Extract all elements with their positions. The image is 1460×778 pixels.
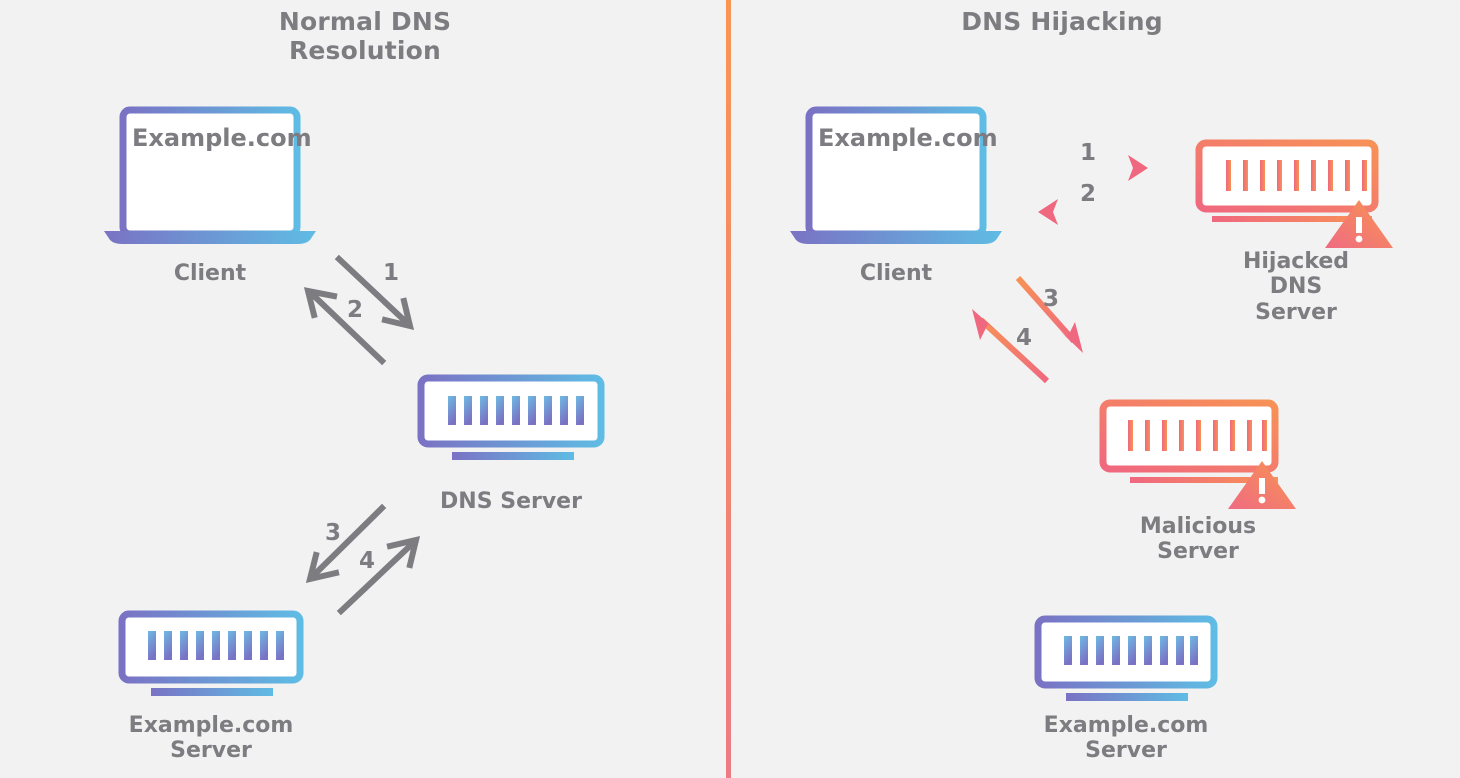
arrow-3-right	[1015, 276, 1083, 353]
server-bars	[148, 631, 284, 660]
server-stand	[1130, 477, 1278, 483]
laptop-base	[104, 231, 316, 244]
server-box	[1195, 139, 1379, 213]
arrow-number-2-right: 2	[1080, 181, 1097, 207]
node-hijacked-dns-server	[1195, 139, 1393, 248]
warning-icon	[1228, 461, 1296, 509]
dns-server-label: DNS Server	[440, 489, 582, 514]
malicious-server-label: Malicious Server	[1139, 514, 1257, 565]
arrow-1-right	[1043, 155, 1148, 181]
arrow-2-left	[303, 287, 387, 366]
example-server-2-label: Example.com Server	[1043, 713, 1209, 764]
arrow-number-1-right: 1	[1080, 140, 1097, 166]
server-stand	[151, 688, 273, 696]
server-bars	[448, 396, 584, 425]
arrow-number-1-left: 1	[383, 260, 400, 286]
example-server-label: Example.com Server	[128, 713, 294, 764]
server-bars	[1064, 636, 1198, 665]
arrow-4-left	[336, 535, 421, 616]
arrow-2-right	[1038, 199, 1143, 225]
server-box	[417, 374, 605, 448]
server-stand	[452, 452, 574, 460]
arrow-number-4-right: 4	[1016, 325, 1033, 351]
arrow-4-right	[972, 309, 1050, 384]
client-screen-text: Example.com	[132, 124, 312, 152]
client-label: Client	[173, 261, 247, 286]
hijacked-dns-server-label: Hijacked DNS Server	[1242, 249, 1350, 325]
panel-title-normal: Normal DNS Resolution	[278, 7, 452, 65]
server-stand	[1066, 693, 1188, 701]
arrow-1-left	[334, 254, 415, 331]
node-client2-laptop	[790, 106, 1002, 244]
laptop-base	[790, 231, 1002, 244]
server-box	[1034, 615, 1218, 689]
client2-screen-text: Example.com	[818, 124, 998, 152]
client2-label: Client	[859, 261, 933, 286]
arrow-3-left	[305, 503, 387, 584]
arrow-number-4-left: 4	[359, 548, 376, 574]
node-client-laptop	[104, 106, 316, 244]
server-bars	[1128, 420, 1267, 451]
node-dns-server	[417, 374, 605, 460]
server-stand	[1212, 216, 1372, 222]
node-example-server	[118, 610, 304, 696]
panel-title-hijacking: DNS Hijacking	[961, 7, 1163, 36]
vertical-divider	[726, 0, 731, 778]
arrow-number-3-right: 3	[1043, 286, 1060, 312]
server-bars	[1226, 160, 1367, 191]
server-box	[1099, 399, 1279, 473]
arrow-number-2-left: 2	[347, 297, 364, 323]
node-example-server-2	[1034, 615, 1218, 701]
server-box	[118, 610, 304, 684]
node-malicious-server	[1099, 399, 1296, 509]
warning-icon	[1325, 200, 1393, 248]
arrow-number-3-left: 3	[325, 520, 342, 546]
